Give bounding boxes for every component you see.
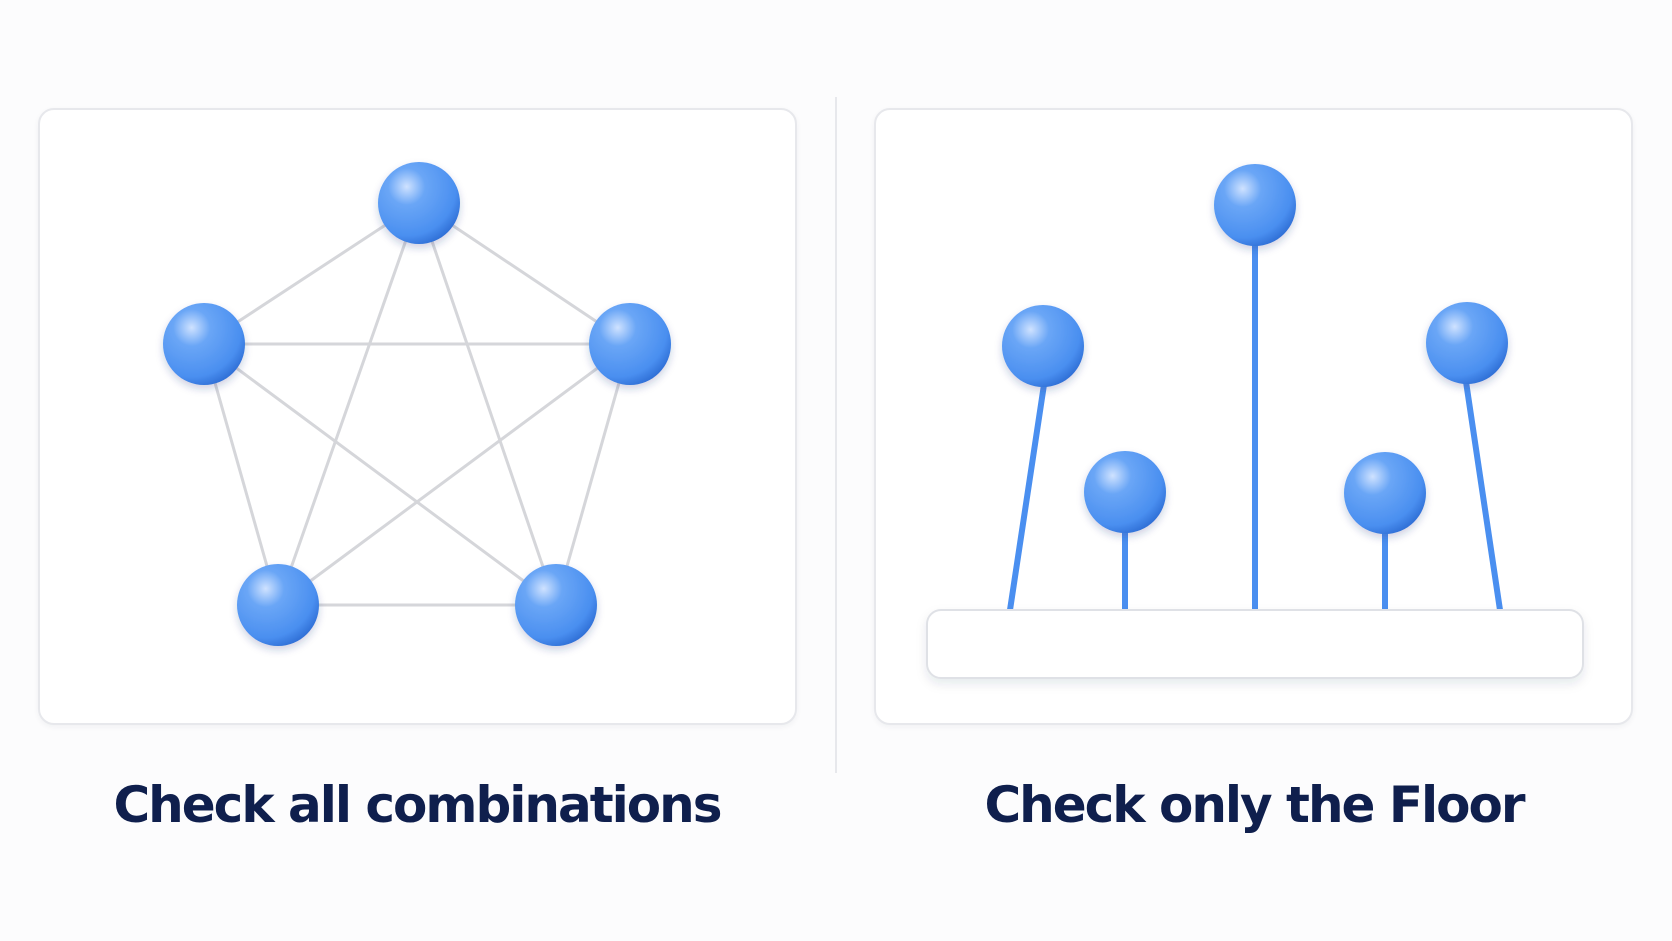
pin-heads	[1002, 164, 1508, 534]
pin-head	[1084, 451, 1166, 533]
pin-stem	[1462, 374, 1503, 611]
graph-edge	[202, 201, 421, 346]
pin-stems	[1007, 240, 1503, 611]
pin-stem	[1007, 377, 1048, 611]
graph-edge	[202, 342, 558, 607]
pin-head	[1344, 452, 1426, 534]
graph-edge	[276, 342, 632, 607]
left-caption: Check all combinations	[113, 776, 722, 834]
complete-graph	[163, 162, 671, 646]
graph-edge	[554, 342, 632, 607]
pin-head	[1002, 305, 1084, 387]
graph-edge	[202, 342, 280, 607]
graph-edges	[202, 201, 632, 607]
floor-bar	[926, 609, 1584, 679]
pin-head	[1426, 302, 1508, 384]
graph-node	[237, 564, 319, 646]
graph-node	[378, 162, 460, 244]
floor-diagram	[926, 164, 1584, 679]
graph-node	[589, 303, 671, 385]
graph-edge	[276, 201, 421, 607]
graph-node	[163, 303, 245, 385]
graph-edge	[417, 201, 632, 346]
graph-node	[515, 564, 597, 646]
graph-nodes	[163, 162, 671, 646]
pin-head	[1214, 164, 1296, 246]
graph-edge	[417, 201, 558, 607]
right-caption: Check only the Floor	[984, 776, 1525, 834]
center-divider	[835, 97, 837, 773]
